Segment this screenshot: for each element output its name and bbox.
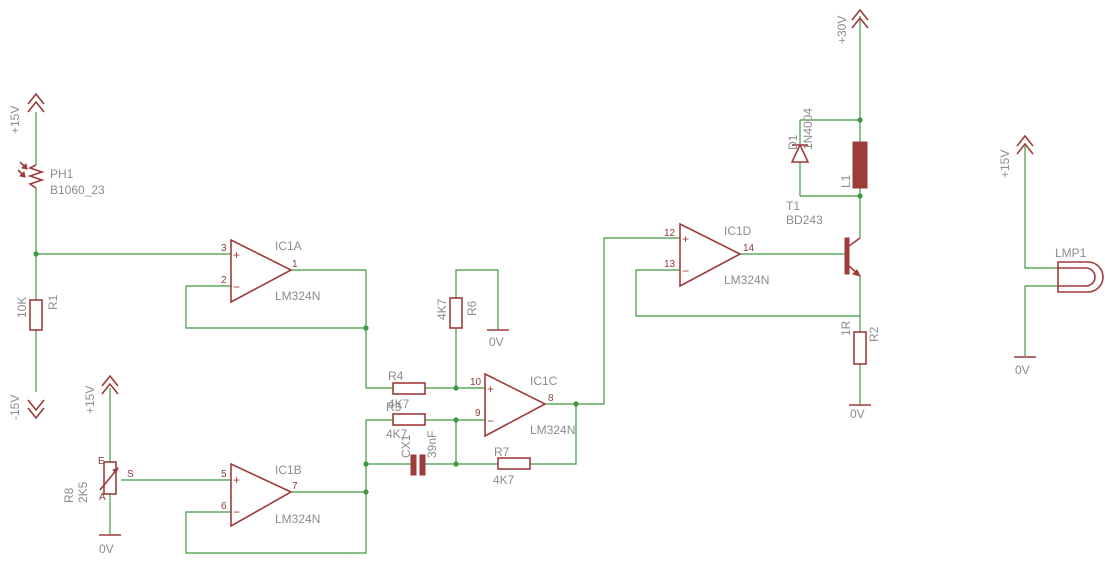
component-value: 4K7 [386, 427, 408, 441]
opamp-minus-sign: − [682, 264, 689, 278]
supply-label: +15V [998, 150, 1012, 178]
component-name: LMP1 [1055, 246, 1087, 260]
photoresistor-ph1: PH1 B1060_23 [17, 161, 105, 197]
component-name: R3 [386, 400, 402, 414]
component-value: 1N4004 [801, 108, 815, 150]
supply-label: -15V [8, 395, 22, 420]
component-name: R1 [46, 294, 60, 310]
pin-number: 10 [470, 377, 482, 388]
supply-label: +15V [8, 106, 22, 134]
component-value: LM324N [724, 273, 769, 287]
supply-plus15-lamp: +15V [998, 134, 1034, 178]
component-value: 4K7 [435, 298, 449, 320]
opamp-plus-sign: + [682, 232, 689, 246]
ground-label: 0V [99, 542, 114, 556]
component-name: R4 [388, 369, 404, 383]
resistor-r3: R3 4K7 [386, 400, 426, 441]
component-name: L1 [839, 174, 853, 188]
ground-r8: 0V [99, 534, 121, 556]
pin-label: S [127, 469, 134, 480]
junction-dots [33, 117, 863, 495]
component-value: 4K7 [493, 473, 515, 487]
component-value: B1060_23 [50, 183, 105, 197]
opamp-minus-sign: − [233, 280, 240, 294]
coil-l1: L1 [839, 141, 868, 189]
lamp-lmp1: LMP1 [1055, 246, 1104, 293]
pin-number: 14 [743, 243, 755, 254]
component-name: IC1D [724, 224, 752, 238]
component-value: 10K [15, 297, 29, 318]
opamp-ic1c: + − 10 9 8 IC1C LM324N [470, 372, 575, 438]
pin-number: 1 [292, 259, 298, 270]
component-value: LM324N [530, 423, 575, 437]
supply-minus15: -15V [8, 395, 45, 420]
supply-label: +30V [835, 16, 849, 44]
component-value: 1R [839, 320, 853, 336]
transistor-t1: T1 BD243 [786, 199, 861, 277]
opamp-ic1a: + − 3 2 1 IC1A LM324N [221, 238, 320, 304]
component-value: 2K5 [76, 481, 90, 503]
opamp-minus-sign: − [487, 414, 494, 428]
ground-label: 0V [850, 407, 865, 421]
component-value: LM324N [275, 289, 320, 303]
pin-label: E [98, 456, 105, 467]
wires [35, 16, 1058, 554]
component-name: R7 [494, 445, 510, 459]
opamp-plus-sign: + [487, 382, 494, 396]
opamp-ic1d: + − 12 13 14 IC1D LM324N [664, 222, 769, 288]
component-name: PH1 [50, 167, 74, 181]
opamp-ic1b: + − 5 6 7 IC1B LM324N [221, 462, 320, 528]
opamp-plus-sign: + [233, 473, 240, 487]
pin-number: 7 [292, 481, 298, 492]
supply-label: +15V [83, 386, 97, 414]
component-value: BD243 [786, 213, 823, 227]
supply-plus30: +30V [835, 8, 869, 44]
component-value: LM324N [275, 512, 320, 526]
ground-label: 0V [489, 335, 504, 349]
pin-label: A [99, 492, 106, 503]
component-name: D1 [786, 134, 800, 150]
component-name: CX1 [399, 434, 413, 458]
pin-number: 5 [221, 469, 227, 480]
resistor-r6: R6 4K7 [435, 297, 479, 329]
component-name: R6 [465, 300, 479, 316]
ground-r6: 0V [487, 329, 509, 349]
component-name: R8 [62, 487, 76, 503]
diode-d1: D1 1N4004 [786, 108, 815, 163]
opamp-plus-sign: + [233, 248, 240, 262]
pin-number: 9 [475, 408, 481, 419]
pin-number: 6 [221, 501, 227, 512]
ground-lamp: 0V [1014, 356, 1036, 377]
ground-r2: 0V [849, 404, 871, 421]
resistor-r2: R2 1R [839, 320, 881, 365]
potentiometer-r8: E S A R8 2K5 [62, 456, 134, 503]
component-name: IC1C [530, 374, 558, 388]
component-name: R2 [867, 326, 881, 342]
component-name: IC1A [275, 239, 302, 253]
ground-label: 0V [1015, 363, 1030, 377]
component-name: T1 [786, 199, 800, 213]
resistor-r4: R4 4K7 [388, 369, 426, 411]
component-name: IC1B [275, 463, 302, 477]
component-value: 4K7 [388, 397, 410, 411]
pin-number: 8 [548, 393, 554, 404]
component-value: 39nF [425, 431, 439, 458]
pin-number: 13 [664, 259, 676, 270]
pin-number: 3 [221, 243, 227, 254]
supply-plus15-r8: +15V [83, 374, 119, 414]
pin-number: 12 [664, 228, 676, 239]
capacitor-cx1: CX1 39nF [399, 431, 439, 476]
opamp-minus-sign: − [233, 505, 240, 519]
supply-plus15-ph: +15V [8, 92, 45, 134]
resistor-r7: R7 4K7 [493, 445, 531, 487]
pin-number: 2 [221, 275, 227, 286]
resistor-r1: R1 10K [15, 294, 60, 331]
